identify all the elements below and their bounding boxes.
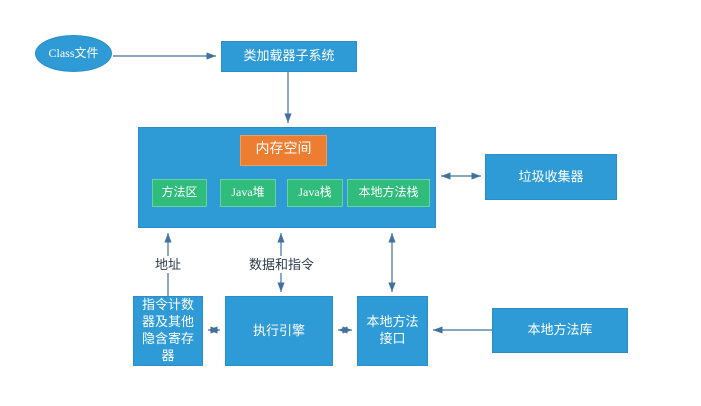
instruction-counter-node: 指令计数器及其他隐含寄存器 bbox=[133, 296, 203, 366]
java-heap-node: Java堆 bbox=[220, 179, 276, 207]
method-area-node: 方法区 bbox=[152, 179, 207, 207]
execution-engine-node: 执行引擎 bbox=[225, 296, 333, 366]
address-edge-label: 地址 bbox=[146, 256, 190, 273]
class-loader-subsystem-node: 类加载器子系统 bbox=[221, 41, 357, 72]
class-file-node: Class文件 bbox=[35, 35, 112, 72]
native-method-library-node: 本地方法库 bbox=[492, 308, 628, 353]
garbage-collector-node: 垃圾收集器 bbox=[485, 154, 617, 200]
native-method-interface-node: 本地方法接口 bbox=[357, 296, 428, 366]
java-stack-node: Java栈 bbox=[287, 179, 343, 207]
native-method-stack-node: 本地方法栈 bbox=[347, 179, 430, 207]
memory-space-node: 内存空间 bbox=[240, 135, 327, 166]
data-and-instructions-edge-label: 数据和指令 bbox=[245, 256, 318, 273]
